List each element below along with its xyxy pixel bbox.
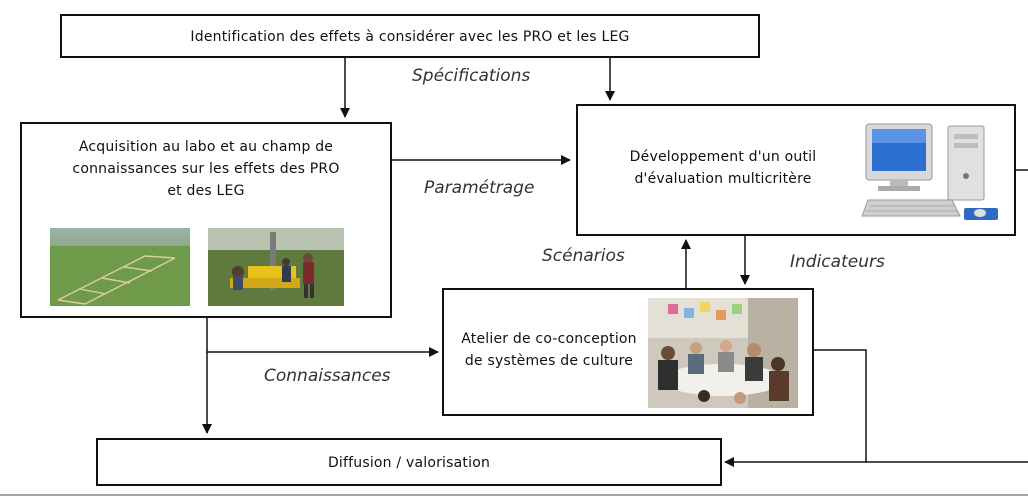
acquisition-text: Acquisition au labo et au champ de conna… (72, 139, 340, 199)
diffusion-text: Diffusion / valorisation (327, 455, 491, 471)
atelier-text: Atelier de co-conception de systèmes de … (461, 331, 637, 369)
box-developpement: Développement d'un outil d'évaluation mu… (576, 104, 1016, 236)
workshop-group-photo (648, 298, 798, 408)
box-acquisition: Acquisition au labo et au champ de conna… (20, 122, 392, 318)
arrow-atelier-diffusion (724, 349, 867, 467)
label-indicateurs: Indicateurs (790, 252, 885, 272)
label-scenarios: Scénarios (542, 246, 625, 266)
soil-sampling-photo (208, 228, 344, 306)
developpement-text: Développement d'un outil d'évaluation mu… (629, 149, 817, 187)
field-aerial-photo (50, 228, 190, 306)
box-identification: Identification des effets à considérer a… (60, 14, 760, 58)
label-connaissances: Connaissances (264, 366, 391, 386)
label-parametrage: Paramétrage (424, 178, 535, 198)
box-diffusion: Diffusion / valorisation (96, 438, 722, 486)
identification-text: Identification des effets à considérer a… (190, 29, 630, 45)
box-atelier: Atelier de co-conception de systèmes de … (442, 288, 814, 416)
arrow-acquisition-atelier (206, 318, 439, 357)
desktop-computer-icon (856, 116, 1006, 230)
label-specifications: Spécifications (412, 66, 531, 86)
